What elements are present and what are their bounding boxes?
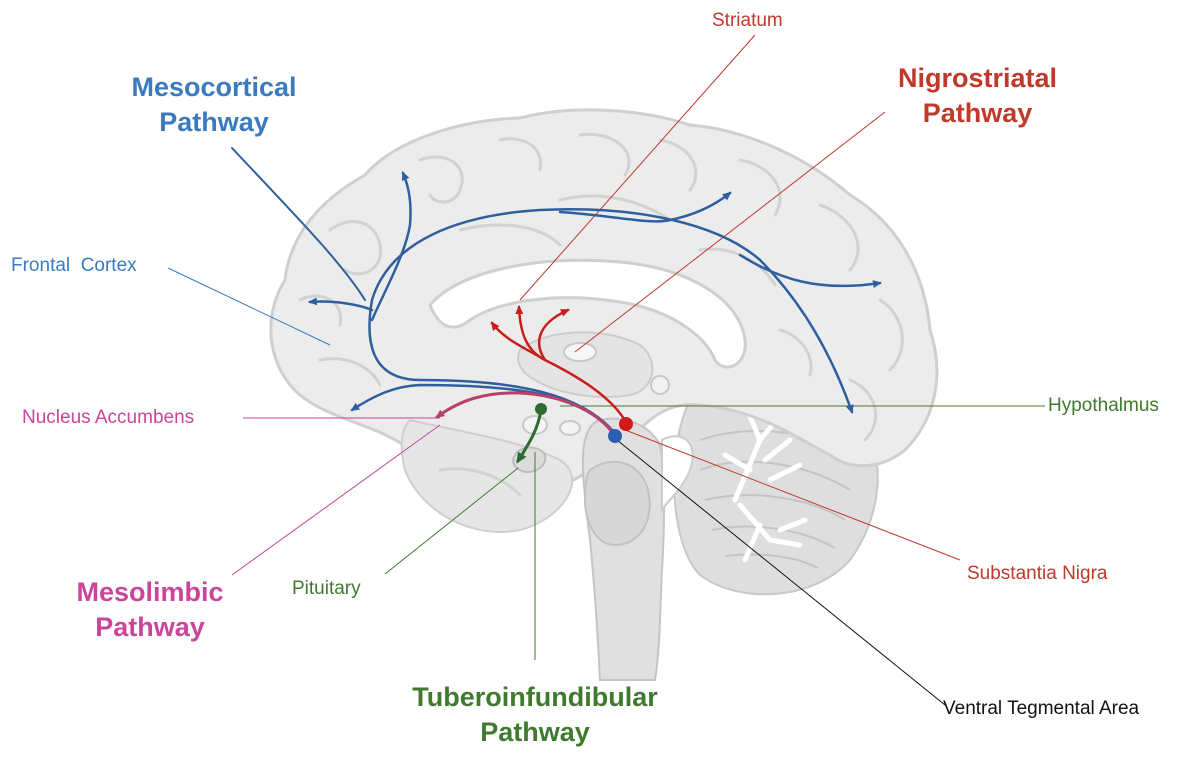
brainstem [583, 419, 664, 680]
hypothalamus-label: Hypothalmus [1048, 395, 1159, 418]
substantia-nigra-dot [619, 417, 633, 431]
mesolimbic-callout [232, 425, 440, 575]
nigrostriatal-title-line2: Pathway [870, 96, 1085, 131]
nucleus-accumbens-label: Nucleus Accumbens [22, 407, 194, 430]
tuberoinfundibular-title-line2: Pathway [385, 715, 685, 750]
tuberoinfundibular-title-line1: Tuberoinfundibular [385, 680, 685, 715]
striatum-label: Striatum [712, 10, 783, 33]
frontal-cortex-label: Frontal Cortex [11, 255, 137, 278]
substantia-nigra-label: Substantia Nigra [967, 563, 1107, 586]
brain-illustration [271, 110, 937, 680]
nigrostriatal-title-line1: Nigrostriatal [870, 61, 1085, 96]
nigrostriatal-title: Nigrostriatal Pathway [870, 61, 1085, 130]
pineal-gland [651, 376, 669, 394]
hypothalamus-dot [535, 403, 547, 415]
vta-label: Ventral Tegmental Area [943, 698, 1139, 721]
mesolimbic-title-line2: Pathway [50, 610, 250, 645]
pons [585, 462, 650, 545]
mesocortical-title: Mesocortical Pathway [108, 70, 320, 139]
pituitary-label: Pituitary [292, 578, 361, 601]
mesocortical-title-line1: Mesocortical [108, 70, 320, 105]
mesolimbic-title-line1: Mesolimbic [50, 575, 250, 610]
vta-dot [608, 429, 622, 443]
mesolimbic-title: Mesolimbic Pathway [50, 575, 250, 644]
tuberoinfundibular-title: Tuberoinfundibular Pathway [385, 680, 685, 749]
anterior-commissure [564, 343, 596, 361]
mesocortical-title-line2: Pathway [108, 105, 320, 140]
